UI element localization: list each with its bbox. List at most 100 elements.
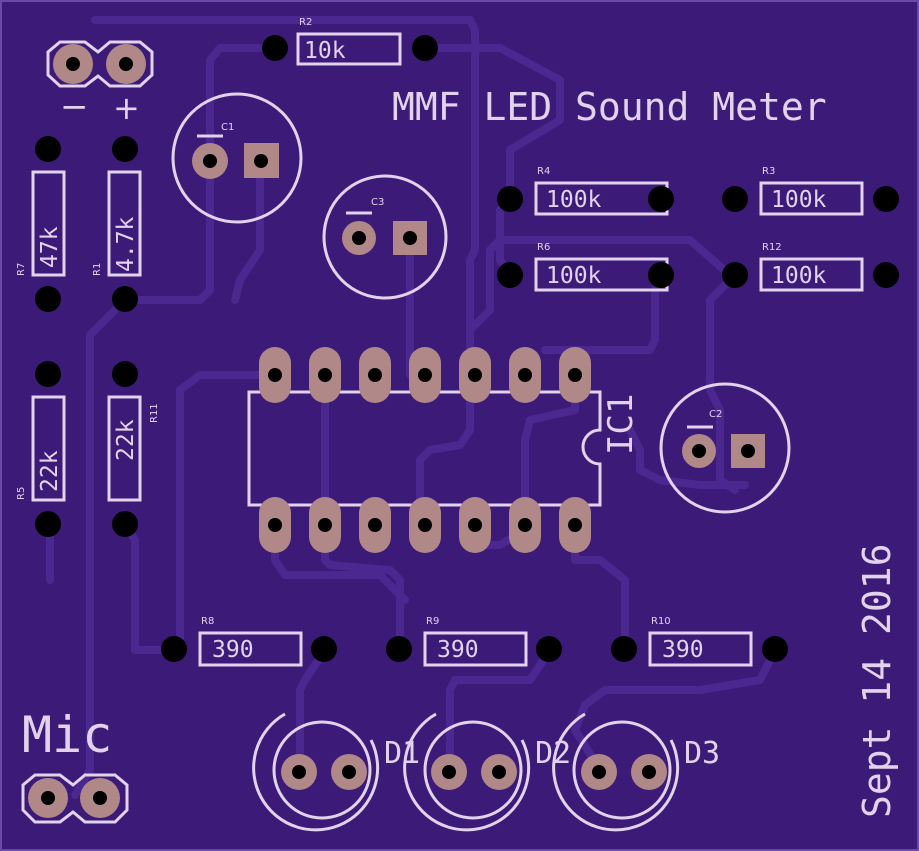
r6-pad-1 bbox=[497, 262, 523, 288]
ic1-hole-bottom-6 bbox=[518, 518, 532, 532]
ic1-hole-top-5 bbox=[468, 368, 482, 382]
r1-ref: R1 bbox=[92, 263, 103, 276]
r9-pad-2 bbox=[536, 636, 562, 662]
pads bbox=[28, 44, 765, 818]
d2-inner-ring bbox=[423, 720, 523, 820]
r3-body bbox=[759, 181, 864, 216]
d2-hole-1 bbox=[442, 765, 456, 779]
r12-body bbox=[759, 257, 864, 292]
ic1-hole-top-2 bbox=[318, 368, 332, 382]
d3-inner-ring bbox=[572, 720, 672, 820]
ic1-hole-bottom-7 bbox=[568, 518, 582, 532]
r5-pad-2 bbox=[35, 511, 61, 537]
r11-pad-2 bbox=[112, 511, 138, 537]
ic1-hole-top-3 bbox=[368, 368, 382, 382]
r5-pad-1 bbox=[35, 361, 61, 387]
r3-pad-1 bbox=[722, 186, 748, 212]
mic-hole-1 bbox=[41, 791, 55, 805]
ic1-hole-top-4 bbox=[418, 368, 432, 382]
c1-hole-pos bbox=[254, 154, 268, 168]
r2-pad-1 bbox=[262, 35, 288, 61]
mic-connector-outline bbox=[21, 773, 129, 824]
r7-pad-2 bbox=[35, 286, 61, 312]
c2-hole-neg bbox=[692, 444, 706, 458]
r6-ref: R6 bbox=[537, 242, 550, 253]
r3-ref: R3 bbox=[762, 166, 775, 177]
d3-hole-1 bbox=[592, 765, 606, 779]
d2-ref: D2 bbox=[535, 736, 571, 771]
d1-hole-2 bbox=[342, 765, 356, 779]
r4-pad-1 bbox=[497, 186, 523, 212]
d1-outline bbox=[252, 712, 380, 832]
r12-value: 100k bbox=[771, 263, 827, 289]
r2-pad-2 bbox=[412, 35, 438, 61]
battery-plus-label: + bbox=[113, 89, 140, 127]
r11-ref: R11 bbox=[149, 403, 160, 423]
silkscreen-text: MMF LED Sound Meter Sept 14 2016 Mic − +… bbox=[16, 17, 899, 818]
r10-pad-1 bbox=[611, 636, 637, 662]
r1-value: 4.7k bbox=[113, 216, 139, 272]
r9-body bbox=[423, 631, 528, 667]
battery-minus-label: − bbox=[60, 87, 89, 127]
d2-hole-2 bbox=[492, 765, 506, 779]
r4-value: 100k bbox=[546, 187, 602, 213]
r11-body bbox=[107, 395, 142, 502]
board-date: Sept 14 2016 bbox=[855, 543, 899, 818]
r5-ref: R5 bbox=[16, 487, 27, 500]
ic1-hole-bottom-5 bbox=[468, 518, 482, 532]
c3-hole-pos bbox=[403, 231, 417, 245]
r7-ref: R7 bbox=[16, 263, 27, 276]
r10-value: 390 bbox=[662, 637, 704, 663]
r7-body bbox=[31, 170, 66, 277]
silkscreen-outlines bbox=[21, 32, 864, 832]
ic1-outline bbox=[247, 390, 602, 507]
r1-body bbox=[107, 170, 142, 277]
mic-hole-2 bbox=[93, 791, 107, 805]
r4-pad-2 bbox=[648, 186, 674, 212]
d1-inner-ring bbox=[272, 720, 372, 820]
ic1-hole-bottom-3 bbox=[368, 518, 382, 532]
d3-outline bbox=[552, 712, 680, 832]
r1-pad-2 bbox=[112, 286, 138, 312]
d2-outline bbox=[403, 712, 531, 832]
r8-value: 390 bbox=[212, 637, 254, 663]
c3-outline bbox=[322, 174, 448, 300]
c3-hole-neg bbox=[352, 231, 366, 245]
ic1-label: IC1 bbox=[601, 394, 641, 455]
capacitor-polarity-marks bbox=[197, 134, 713, 429]
ic1-pads bbox=[259, 347, 591, 553]
r6-value: 100k bbox=[546, 263, 602, 289]
r2-value: 10k bbox=[304, 38, 346, 64]
battery-connector-outline bbox=[46, 40, 154, 88]
c3-ref: C3 bbox=[371, 197, 384, 208]
r11-pad-1 bbox=[112, 361, 138, 387]
r2-ref: R2 bbox=[299, 17, 312, 28]
battery-plus-hole bbox=[119, 57, 133, 71]
d1-hole-1 bbox=[292, 765, 306, 779]
d3-ref: D3 bbox=[684, 736, 720, 771]
ic1-hole-bottom-2 bbox=[318, 518, 332, 532]
ic1-hole-top-1 bbox=[268, 368, 282, 382]
ic1-hole-bottom-1 bbox=[268, 518, 282, 532]
r5-body bbox=[31, 395, 66, 502]
board-title: MMF LED Sound Meter bbox=[392, 85, 827, 129]
r3-pad-2 bbox=[873, 186, 899, 212]
c2-ref: C2 bbox=[709, 409, 722, 420]
r6-pad-2 bbox=[648, 262, 674, 288]
r9-pad-1 bbox=[386, 636, 412, 662]
r12-pad-1 bbox=[722, 262, 748, 288]
r9-value: 390 bbox=[437, 637, 479, 663]
resistor-pads bbox=[35, 35, 899, 662]
r8-pad-1 bbox=[161, 636, 187, 662]
d3-hole-2 bbox=[642, 765, 656, 779]
c1-hole-neg bbox=[203, 154, 217, 168]
r7-pad-1 bbox=[35, 136, 61, 162]
r8-body bbox=[198, 631, 303, 667]
ic1-hole-top-6 bbox=[518, 368, 532, 382]
ic1-hole-bottom-4 bbox=[418, 518, 432, 532]
r10-pad-2 bbox=[762, 636, 788, 662]
r5-value: 22k bbox=[37, 450, 63, 492]
